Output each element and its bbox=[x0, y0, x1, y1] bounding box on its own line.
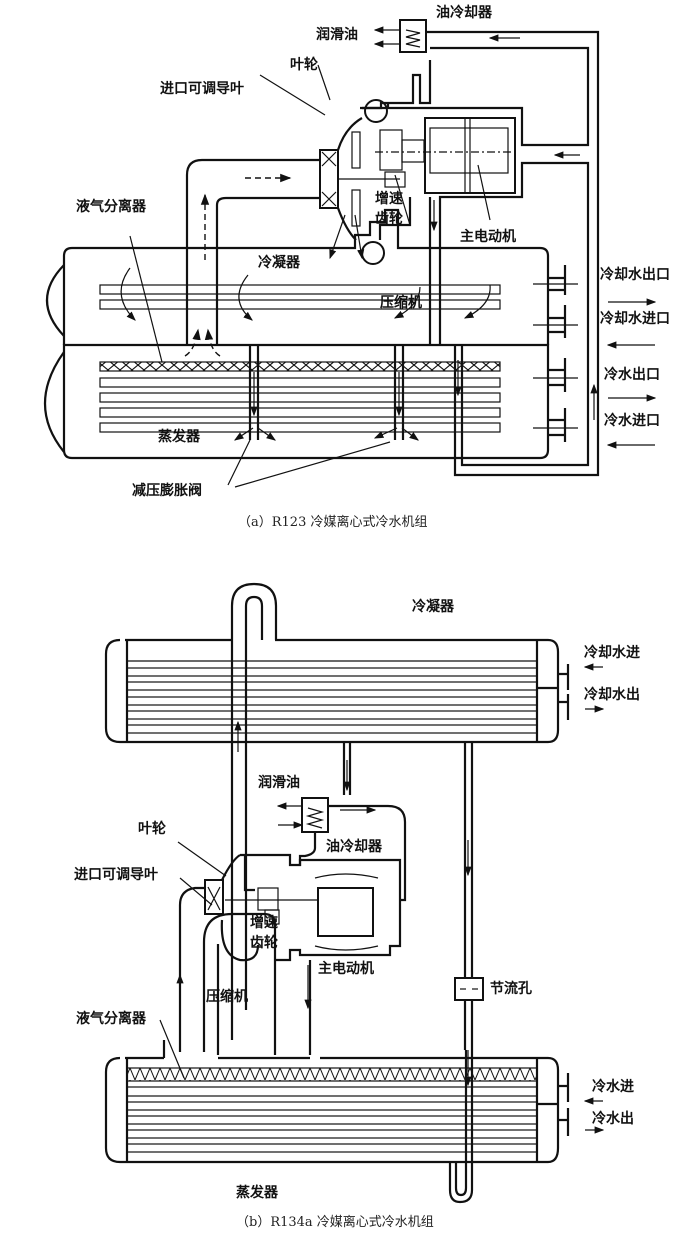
oil-cooler-b bbox=[276, 797, 407, 902]
label-b-motor: 主电动机 bbox=[318, 961, 374, 977]
label-b-chilled-water-out: 冷水出 bbox=[592, 1111, 634, 1127]
label-a-expansion-valve: 减压膨胀阀 bbox=[132, 483, 202, 499]
label-a-chilled-water-out: 冷水出口 bbox=[604, 367, 660, 383]
label-b-impeller: 叶轮 bbox=[138, 821, 166, 837]
label-a-gear-2: 齿轮 bbox=[375, 211, 403, 227]
label-a-chilled-water-in: 冷水进口 bbox=[604, 413, 660, 429]
label-a-cooling-water-out: 冷却水出口 bbox=[600, 267, 670, 283]
condenser-b bbox=[104, 582, 605, 1040]
label-b-condenser: 冷凝器 bbox=[412, 599, 454, 615]
eliminator-mesh-b bbox=[126, 1067, 538, 1082]
label-a-inlet-guide-vanes: 进口可调导叶 bbox=[160, 81, 244, 97]
compressor-a bbox=[319, 60, 545, 345]
suction-pipe-a bbox=[184, 158, 320, 357]
label-a-impeller: 叶轮 bbox=[290, 57, 318, 73]
label-a-cooling-water-in: 冷却水进口 bbox=[600, 311, 670, 327]
label-b-cooling-water-out: 冷却水出 bbox=[584, 687, 640, 703]
label-b-chilled-water-in: 冷水进 bbox=[592, 1079, 634, 1095]
label-a-evaporator: 蒸发器 bbox=[158, 429, 200, 445]
label-a-separator: 液气分离器 bbox=[76, 199, 146, 215]
label-b-cooling-water-in: 冷却水进 bbox=[584, 645, 640, 661]
label-a-lube-oil: 润滑油 bbox=[316, 27, 358, 43]
condenser-a bbox=[45, 208, 550, 345]
caption-b: （b）R134a 冷媒离心式冷水机组 bbox=[236, 1215, 434, 1230]
eliminator-mesh bbox=[99, 361, 501, 372]
label-b-separator: 液气分离器 bbox=[76, 1011, 146, 1027]
label-b-inlet-guide-vanes: 进口可调导叶 bbox=[74, 867, 158, 883]
figure-a bbox=[44, 19, 657, 488]
flow-arrows-a bbox=[120, 64, 491, 488]
label-b-evaporator: 蒸发器 bbox=[236, 1185, 278, 1201]
oil-cooler-a bbox=[373, 19, 600, 477]
label-a-oil-cooler: 油冷却器 bbox=[436, 5, 492, 21]
caption-a: （a）R123 冷媒离心式冷水机组 bbox=[238, 515, 428, 530]
label-b-compressor: 压缩机 bbox=[206, 989, 248, 1005]
label-b-oil-cooler: 油冷却器 bbox=[326, 839, 382, 855]
liquid-lines-b bbox=[342, 742, 484, 1087]
label-b-orifice: 节流孔 bbox=[490, 981, 532, 997]
orifice-b bbox=[454, 977, 484, 1001]
evaporator-a bbox=[44, 343, 550, 460]
figure-b bbox=[104, 582, 605, 1204]
label-b-lube-oil: 润滑油 bbox=[258, 775, 300, 791]
evaporator-b bbox=[104, 1019, 605, 1204]
label-b-gear-2: 齿轮 bbox=[250, 935, 278, 951]
label-a-motor: 主电动机 bbox=[460, 229, 516, 245]
label-a-compressor: 压缩机 bbox=[380, 295, 422, 311]
label-b-gear-1: 增速 bbox=[250, 915, 278, 931]
label-a-gear-1: 增速 bbox=[375, 191, 403, 207]
water-nozzles-a bbox=[533, 265, 657, 449]
label-a-condenser: 冷凝器 bbox=[258, 255, 300, 271]
compressor-b bbox=[176, 853, 402, 1055]
